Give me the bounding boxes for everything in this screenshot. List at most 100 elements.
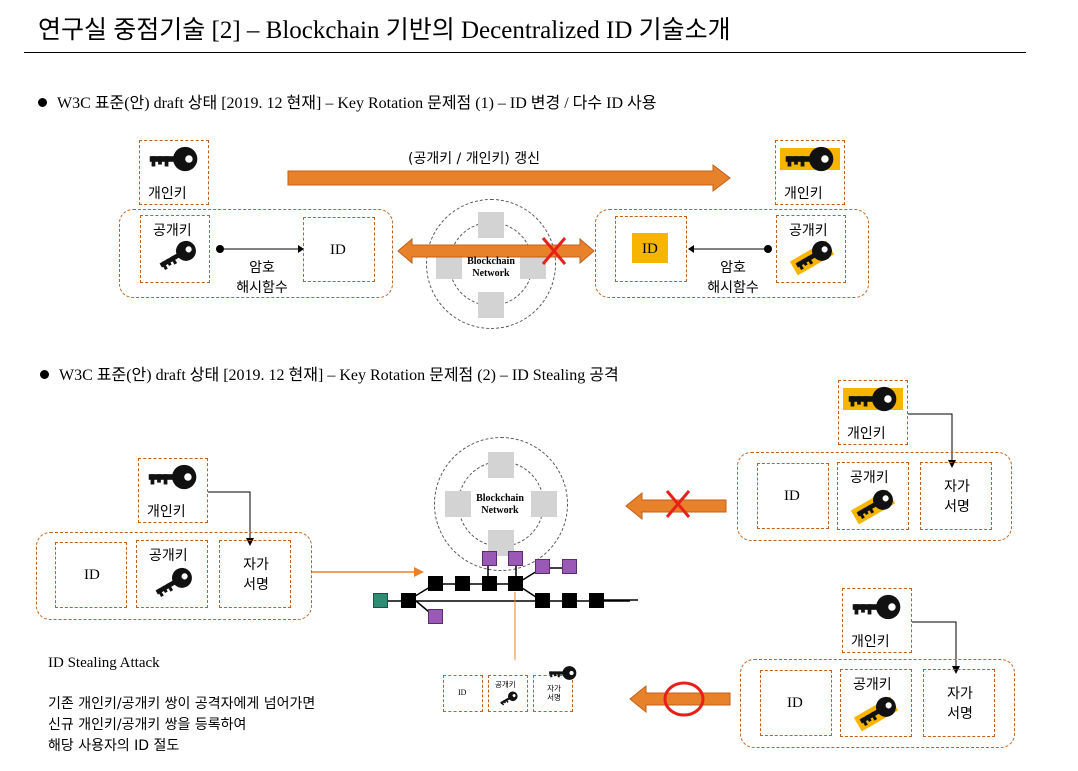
- s1-left-public-key-label: 공개키: [153, 223, 192, 239]
- s2-rb-signature-box: 자가 서명: [923, 669, 995, 737]
- renew-label: (공개키 / 개인키) 갱신: [408, 151, 541, 167]
- chain-block: [508, 576, 523, 591]
- network-node: [531, 491, 557, 517]
- orphan-block: [535, 559, 550, 574]
- sign-line1: 자가: [547, 684, 561, 693]
- sign-line1: 자가: [947, 686, 973, 702]
- network-node: [478, 292, 504, 318]
- mini-id-label: ID: [458, 688, 467, 697]
- key-icon: [145, 463, 201, 491]
- section2-heading-text: W3C 표준(안) draft 상태 [2019. 12 현재] – Key R…: [59, 367, 619, 384]
- section1-heading-text: W3C 표준(안) draft 상태 [2019. 12 현재] – Key R…: [57, 95, 657, 112]
- s2-rt-public-key-label: 공개키: [850, 470, 889, 486]
- network-line1: Blockchain: [467, 256, 515, 267]
- page-title: 연구실 중점기술 [2] – Blockchain 기반의 Decentrali…: [38, 17, 731, 44]
- s1-right-hash-arrow: [688, 245, 772, 253]
- s1-right-public-key-box: 공개키: [776, 215, 846, 283]
- orphan-block: [482, 551, 497, 566]
- mini-public-key-label: 공개키: [495, 680, 516, 689]
- sign-line1: 자가: [243, 557, 269, 573]
- hash-line2: 해시함수: [707, 280, 759, 296]
- network-node: [488, 452, 514, 478]
- sign-line2: 서명: [947, 706, 973, 722]
- attack-description: 기존 개인키/공개키 쌍이 공격자에게 넘어가면 신규 개인키/공개키 쌍을 등…: [48, 694, 315, 757]
- s2-rb-private-key-label: 개인키: [851, 634, 890, 650]
- attack-desc-line: 기존 개인키/공개키 쌍이 공격자에게 넘어가면: [48, 696, 316, 712]
- cross-icon: [541, 237, 567, 265]
- s2-rb-public-key-box: 공개키: [840, 669, 912, 737]
- hash-line1: 암호: [249, 260, 275, 276]
- s2-left-id-box: ID: [55, 542, 127, 608]
- s2-rb-arrow: [629, 684, 731, 714]
- key-icon: [845, 385, 901, 413]
- chain-drop-line: [514, 592, 516, 660]
- chain-genesis-block: [373, 593, 388, 608]
- chain-tail: [600, 599, 638, 601]
- key-icon: [782, 145, 838, 173]
- s2-rt-private-key-box: 개인키: [838, 380, 908, 445]
- s1-left-container: [119, 209, 393, 298]
- attack-title: ID Stealing Attack: [48, 655, 160, 671]
- s1-network-outer-ring: [426, 199, 556, 329]
- orphan-block: [562, 559, 577, 574]
- s2-left-id-label: ID: [84, 567, 100, 583]
- key-icon: [497, 688, 522, 709]
- chain-block: [455, 576, 470, 591]
- s2-left-private-key-label: 개인키: [147, 504, 186, 520]
- network-line2: Network: [472, 268, 510, 279]
- s1-left-private-key-box: 개인키: [139, 140, 209, 205]
- renew-arrow: [287, 163, 731, 193]
- s2-left-public-key-label: 공개키: [149, 548, 188, 564]
- s2-rt-private-key-label: 개인키: [847, 426, 886, 442]
- chain-block: [401, 593, 416, 608]
- s2-rb-signature-label: 자가 서명: [924, 684, 996, 724]
- orphan-block: [428, 609, 443, 624]
- key-icon: [152, 234, 203, 277]
- s1-left-public-key-box: 공개키: [140, 215, 210, 283]
- hash-line2: 해시함수: [236, 280, 288, 296]
- s2-rb-container: [740, 659, 1015, 748]
- mini-signature-box: 자가 서명: [533, 675, 573, 712]
- key-icon: [788, 234, 839, 277]
- bullet-icon: [38, 98, 47, 107]
- s2-rt-public-key-box: 공개키: [837, 462, 909, 530]
- s1-right-private-key-label: 개인키: [784, 186, 823, 202]
- s1-right-hash-label: 암호 해시함수: [693, 257, 773, 297]
- chain-block: [562, 593, 577, 608]
- s2-rb-id-label: ID: [787, 695, 803, 711]
- s2-rb-connector: [912, 621, 960, 674]
- s2-rt-signature-box: 자가 서명: [920, 462, 992, 530]
- s1-right-private-key-box: 개인키: [775, 140, 845, 205]
- s2-left-private-key-box: 개인키: [138, 458, 208, 523]
- s1-right-id-label: ID: [642, 241, 658, 257]
- s2-rt-container: [737, 452, 1012, 541]
- mini-id-box: ID: [443, 675, 483, 712]
- title-divider: [24, 52, 1026, 53]
- network-line2: Network: [481, 505, 519, 516]
- s1-left-hash-label: 암호 해시함수: [222, 257, 302, 297]
- key-icon: [849, 483, 900, 526]
- hash-line1: 암호: [720, 260, 746, 276]
- s1-right-public-key-label: 공개키: [789, 223, 828, 239]
- orphan-block: [508, 551, 523, 566]
- s2-network-label: Blockchain Network: [467, 493, 533, 517]
- s2-rt-id-label: ID: [784, 488, 800, 504]
- chain-block: [589, 593, 604, 608]
- section1-heading: W3C 표준(안) draft 상태 [2019. 12 현재] – Key R…: [38, 89, 656, 113]
- s1-left-id-label: ID: [330, 242, 346, 258]
- network-line1: Blockchain: [476, 493, 524, 504]
- attack-desc-line: 해당 사용자의 ID 절도: [48, 738, 180, 754]
- s2-rb-private-key-box: 개인키: [842, 588, 912, 653]
- bullet-icon: [40, 370, 49, 379]
- highlight: [632, 233, 668, 263]
- s2-left-container: [36, 532, 312, 620]
- s2-rt-signature-label: 자가 서명: [921, 477, 993, 517]
- mini-signature-label: 자가 서명: [534, 684, 574, 702]
- key-icon: [148, 561, 199, 604]
- s2-rt-id-box: ID: [757, 463, 829, 529]
- s2-rb-id-box: ID: [760, 670, 832, 736]
- sign-line2: 서명: [944, 499, 970, 515]
- s2-rb-public-key-label: 공개키: [853, 677, 892, 693]
- attack-desc-line: 신규 개인키/공개키 쌍을 등록하여: [48, 717, 247, 733]
- key-icon: [146, 145, 202, 173]
